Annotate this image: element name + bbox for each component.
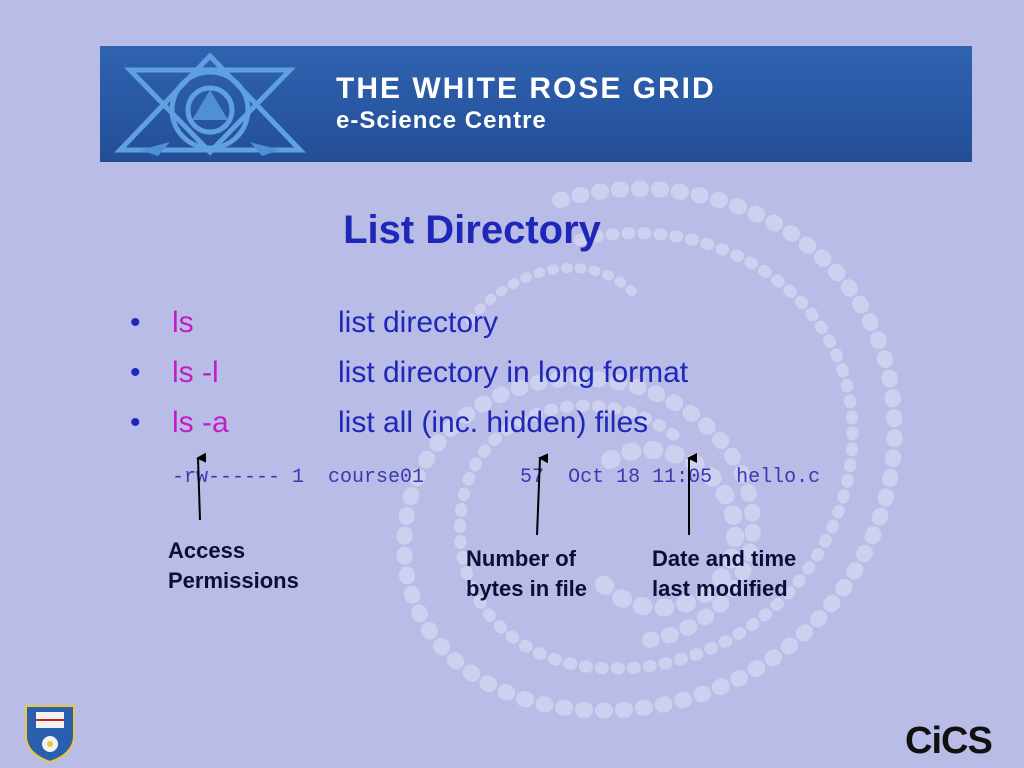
- banner-subtitle: e-Science Centre: [336, 107, 547, 134]
- university-crest-icon: [25, 705, 75, 764]
- bullet-icon: •: [130, 306, 141, 339]
- slide-title: List Directory: [343, 208, 601, 252]
- header-banner: THE WHITE ROSE GRID e-Science Centre: [100, 46, 972, 162]
- command-description: list directory in long format: [338, 356, 689, 389]
- permissions-annotation: Access Permissions: [168, 538, 299, 593]
- bytes-annotation: Number of bytes in file: [466, 546, 588, 601]
- ls-long-output: -rw------ 1 course01 57 Oct 18 11:05 hel…: [172, 466, 821, 489]
- bullet-icon: •: [130, 356, 141, 389]
- command-description: list directory: [338, 306, 499, 339]
- white-rose-grid-logo-icon: [114, 52, 306, 156]
- datetime-annotation: Date and time last modified: [652, 546, 797, 601]
- command-description: list all (inc. hidden) files: [338, 406, 649, 439]
- command-name: ls -a: [172, 406, 229, 439]
- command-name: ls -l: [172, 356, 219, 389]
- cics-logo: CiCS: [905, 720, 993, 762]
- bullet-icon: •: [130, 406, 141, 439]
- command-name: ls: [172, 306, 194, 339]
- banner-title: THE WHITE ROSE GRID: [336, 72, 716, 105]
